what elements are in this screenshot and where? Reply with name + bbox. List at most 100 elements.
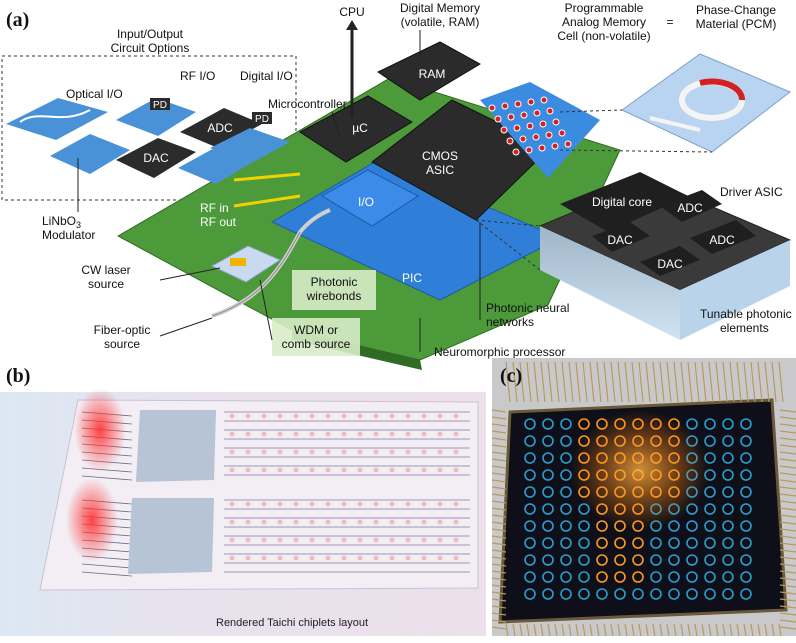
fiber-label-line1: Fiber-optic [94, 323, 151, 337]
phase-shifter [341, 431, 347, 437]
mesh-ring [542, 486, 554, 498]
phase-shifter [277, 555, 283, 561]
package-pin-right [779, 423, 796, 427]
package-pin-right [779, 472, 796, 476]
pcm-ring-segment [699, 78, 745, 101]
mesh-ring [704, 435, 716, 447]
package-pin-top [694, 361, 700, 403]
panel-b: (b) Rendered Taichi chiplets layout [0, 365, 486, 636]
package-pin-top [659, 361, 665, 403]
mesh-ring [524, 571, 536, 583]
package-pin-bottom [624, 623, 628, 637]
phase-shifter [437, 449, 443, 455]
phase-shifter [261, 431, 267, 437]
phase-shifter [229, 537, 235, 543]
package-pin-right [779, 577, 796, 581]
pcm-zoom-line-1 [559, 109, 623, 113]
driver-asic-front [540, 226, 680, 340]
mesh-ring [686, 588, 698, 600]
phase-shifter [245, 467, 251, 473]
mesh-ring [542, 503, 554, 515]
package-pin-top [533, 361, 539, 403]
phase-shifter [245, 501, 251, 507]
phase-shifter [405, 555, 411, 561]
package-pin-top [673, 361, 679, 403]
active-ring [596, 571, 608, 583]
pcm-cell [564, 140, 572, 148]
mesh-ring [560, 452, 572, 464]
mesh-ring [578, 571, 590, 583]
phase-shifter [373, 537, 379, 543]
mesh-ring [686, 537, 698, 549]
cw-laser-die [230, 258, 246, 266]
phase-shifter [229, 501, 235, 507]
driver-asic-label: Driver ASIC [720, 185, 783, 199]
mesh-ring [542, 571, 554, 583]
driver-adc-a-label: ADC [677, 201, 703, 215]
package-pin-bottom [638, 623, 642, 637]
package-pin-bottom [533, 623, 537, 637]
digital-core-block [560, 172, 688, 232]
phase-shifter [453, 501, 459, 507]
rf-dac-block [116, 138, 196, 178]
phase-shifter [229, 467, 235, 473]
laser-glow-upper [74, 388, 126, 472]
cw-laser-label-line1: CW laser [81, 263, 130, 277]
package-pin-top [526, 361, 532, 403]
phase-shifter [325, 413, 331, 419]
phase-shifter [261, 467, 267, 473]
package-pin-left [491, 472, 507, 476]
driver-adc-b-label: ADC [709, 233, 735, 247]
active-ring [596, 520, 608, 532]
cmos-asic-label-line1: CMOS [422, 149, 458, 163]
mesh-ring [614, 588, 626, 600]
package-pin-bottom [589, 623, 593, 637]
phase-shifter [277, 467, 283, 473]
package-pin-bottom [729, 623, 733, 637]
pcm-cell [520, 111, 528, 119]
package-pin-right [779, 528, 796, 532]
mesh-ring [704, 520, 716, 532]
phase-shifter [229, 555, 235, 561]
package-pin-top [505, 361, 511, 403]
mesh-ring [650, 588, 662, 600]
package-pin-bottom [673, 623, 677, 637]
phase-shifter [229, 431, 235, 437]
pam-label-line3: Cell (non-volatile) [557, 29, 650, 43]
phase-shifter [357, 519, 363, 525]
package-pin-top [708, 361, 714, 403]
fiber-label-line2: source [104, 337, 140, 351]
phase-shifter [405, 467, 411, 473]
package-pin-left [491, 549, 507, 553]
linbo3-module [50, 134, 130, 174]
package-pin-left [491, 619, 507, 623]
package-pin-bottom [617, 623, 621, 637]
package-pin-right [779, 535, 796, 539]
tunable-label-line1: Tunable photonic [700, 307, 792, 321]
package-pin-bottom [526, 623, 530, 637]
package-pin-top [687, 361, 693, 403]
package-pin-top [715, 361, 721, 403]
phase-shifter [293, 519, 299, 525]
package-pin-bottom [666, 623, 670, 637]
io-options-title-line1: Input/Output [117, 27, 184, 41]
driver-zoom-line-2 [475, 219, 541, 271]
package-pin-left [491, 409, 507, 413]
fiber-optic-core [211, 231, 301, 317]
mesh-ring [524, 486, 536, 498]
package-pin-bottom [722, 623, 726, 637]
package-pin-right [779, 514, 796, 518]
package-pin-left [491, 486, 507, 490]
cpu-label: CPU [339, 5, 364, 19]
package-pin-bottom [757, 623, 761, 637]
mesh-ring [740, 469, 752, 481]
driver-zoom-line-1 [475, 219, 541, 227]
mesh-ring [740, 435, 752, 447]
pcm-cell [525, 146, 533, 154]
package-pin-left [491, 563, 507, 567]
package-pin-left [491, 430, 507, 434]
package-pin-top [778, 361, 784, 403]
mesh-ring [560, 486, 572, 498]
package-pin-left [491, 570, 507, 574]
pcm-cell [527, 98, 535, 106]
